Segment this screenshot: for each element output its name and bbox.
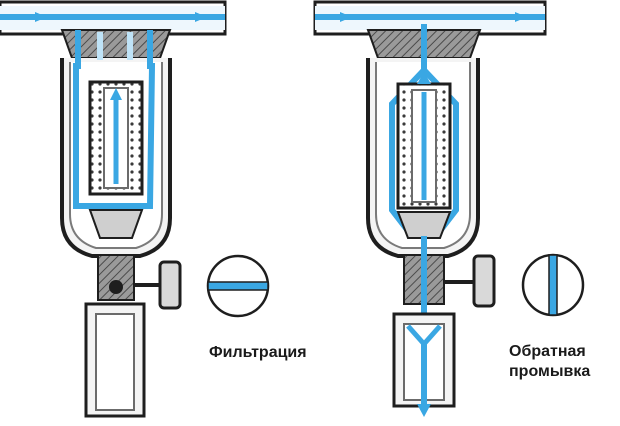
valve-knob-right <box>472 254 496 308</box>
filtration-unit <box>0 0 227 418</box>
label-filtration: Фильтрация <box>209 344 307 361</box>
backwash-unit <box>313 0 547 417</box>
label-backwash-line2: промывка <box>509 363 591 380</box>
label-backwash-line1: Обратная <box>509 343 586 360</box>
vertical-bar-valve-icon <box>521 253 585 317</box>
valve-knob-left <box>158 260 182 310</box>
horizontal-bar-valve-icon <box>206 254 270 318</box>
label-backwash: Обратная промывка <box>509 342 590 382</box>
